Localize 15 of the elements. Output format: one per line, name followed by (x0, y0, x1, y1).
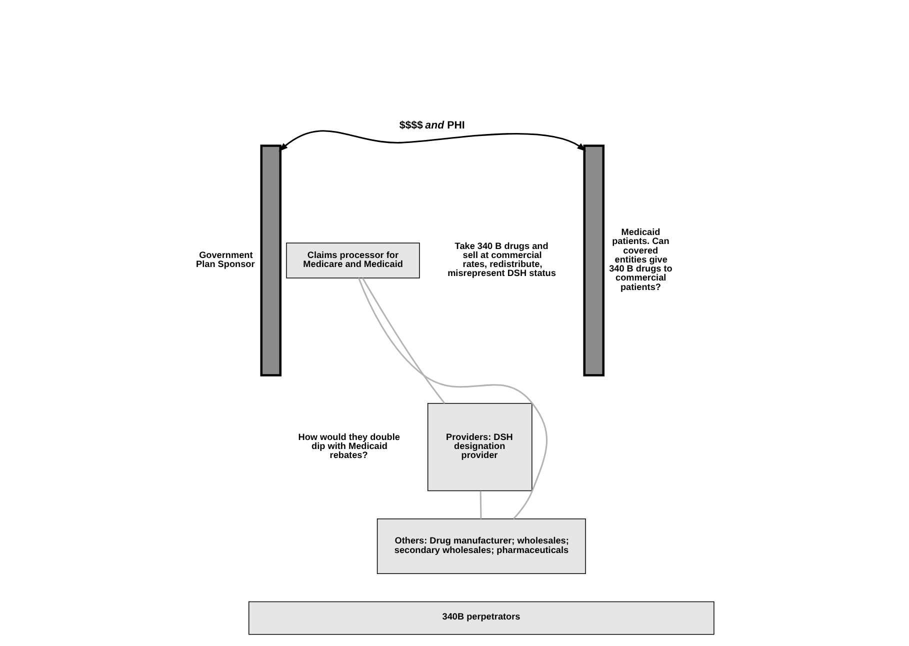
node-label: Government Plan Sponsor (196, 250, 254, 270)
connector (361, 278, 445, 404)
node-bar (260, 144, 282, 376)
node-bar (582, 144, 604, 376)
node-label: Medicaid patients. Can covered entities give 340 B drugs to commercial patients? (608, 227, 672, 292)
node-box: Providers: DSH designation provider (426, 402, 532, 492)
label: Take 340 B drugs and sell at commercial rates, redistribute, misrepresent DSH status (447, 240, 556, 278)
node-box: 340B perpetrators (248, 601, 714, 635)
arrow (278, 130, 586, 152)
node-box: Claims processor for Medicare and Medicaid (286, 242, 420, 278)
connector (358, 278, 547, 520)
connector (479, 490, 482, 519)
edge-label: $$$$ and PHI (398, 119, 464, 132)
label: How would they double dip with Medicaid rebates? (298, 432, 400, 460)
node-box: Others: Drug manufacturer; wholesales; secondary wholesales; pharmaceuticals (376, 518, 586, 574)
